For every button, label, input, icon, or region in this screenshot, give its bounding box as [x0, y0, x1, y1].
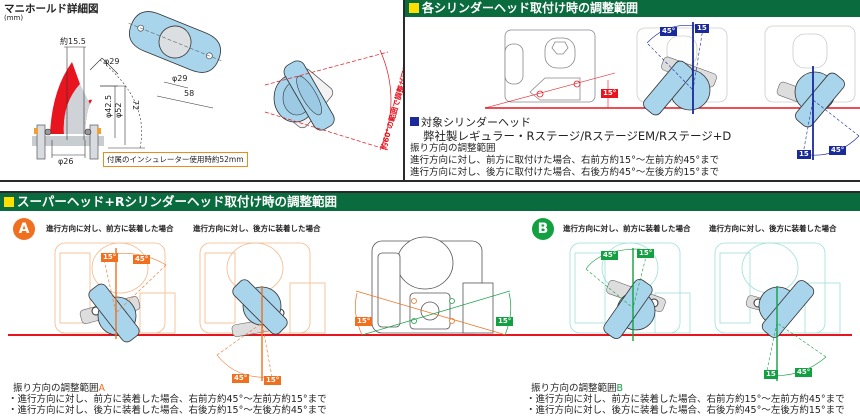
manifold-section-drawing	[32, 46, 145, 160]
manifold-2	[643, 56, 717, 116]
center-tag-right: 15°	[496, 317, 514, 326]
flange-drawing	[128, 11, 222, 109]
angle-tag-15: 15°	[601, 89, 619, 98]
manifold-title: マニホールド詳細図	[4, 3, 99, 15]
b-rear-tag-15: 15	[764, 370, 778, 379]
manifold-detail-panel: マニホールド詳細図 (mm)	[0, 0, 412, 182]
yellow-square-icon	[409, 3, 419, 13]
target-title-text: 対象シリンダーヘッド	[421, 116, 531, 129]
group-a-range-title-text: 振り方向の調整範囲	[13, 383, 99, 394]
group-a-range-title: 振り方向の調整範囲A	[13, 383, 105, 395]
cylinder-engine-drawings	[484, 22, 860, 160]
group-b-range-line-2: ・進行方向に対し、後方に装着した場合、右後方約45°〜左後方約15°まで	[526, 405, 845, 416]
super-head-panel: スーパーヘッド+Rシリンダーヘッド取付け時の調整範囲 A 進行方向に対し、前方に…	[0, 191, 860, 416]
bolt-left	[36, 124, 46, 160]
unit-label: (mm)	[4, 14, 24, 22]
angle-tag-15-rear: 15	[797, 150, 811, 159]
group-a-rear-caption: 進行方向に対し、後方に装着した場合	[193, 224, 321, 233]
manifold-a-front	[79, 283, 141, 343]
group-a-front-caption: 進行方向に対し、前方に装着した場合	[46, 224, 174, 233]
a-front-tag-15: 15°	[101, 253, 119, 262]
manifold-b-front	[603, 279, 666, 339]
manifold-b-rear	[745, 280, 815, 338]
bolt-right	[89, 124, 99, 160]
center-tag-left: 15°	[355, 317, 373, 326]
b-front-tag-45: 45°	[601, 251, 619, 260]
group-a-range-line-2: ・進行方向に対し、後方に装着した場合、右後方約15°〜左後方約45°まで	[8, 405, 327, 416]
pipe-wall-left	[50, 62, 80, 134]
cylinder-range-line-1: 進行方向に対し、前方に取付けた場合、右前方約15°〜左前方約45°まで	[410, 155, 720, 166]
insulator-note: 付属のインシュレーター使用時約52mm	[103, 152, 248, 167]
cylinder-head-panel: 各シリンダーヘッド取付け時の調整範囲	[403, 0, 860, 182]
base-plate	[32, 136, 104, 146]
angle-tag-45-front: 45°	[660, 27, 678, 36]
dim-outlet-dia: φ29	[104, 57, 120, 66]
dim-flange-pitch: 58	[184, 89, 195, 98]
group-a-range-suffix: A	[98, 383, 106, 394]
super-section-header: スーパーヘッド+Rシリンダーヘッド取付け時の調整範囲	[0, 193, 860, 211]
super-head-drawings	[8, 236, 852, 381]
manifold-3	[776, 71, 845, 128]
a-front-tag-45: 45°	[133, 255, 151, 264]
cylinder-range-line-2: 進行方向に対し、後方に取付けた場合、右後方約45°〜左後方約15°まで	[410, 167, 720, 178]
target-title: 対象シリンダーヘッド	[410, 114, 531, 130]
a-rear-tag-45: 45°	[232, 374, 250, 383]
group-a-badge: A	[13, 218, 35, 240]
dim-inlet-dia: φ26	[58, 157, 74, 166]
super-section-title: スーパーヘッド+Rシリンダーヘッド取付け時の調整範囲	[17, 194, 337, 209]
pipe-bore	[63, 84, 90, 134]
cylinder-section-header: 各シリンダーヘッド取付け時の調整範囲	[405, 0, 860, 17]
group-b-range-line-1: ・進行方向に対し、前方に装着した場合、右前方約15°〜左前方約45°まで	[526, 394, 845, 405]
group-b-range-suffix: B	[616, 383, 624, 394]
b-rear-tag-45: 45°	[795, 368, 813, 377]
group-b-front-caption: 進行方向に対し、前方に装着した場合	[563, 224, 691, 233]
group-b-range-title-text: 振り方向の調整範囲	[531, 383, 617, 394]
group-a-range-line-1: ・進行方向に対し、前方に装着した場合、右前方約45°〜左前方約15°まで	[8, 394, 327, 405]
engine-center	[371, 236, 494, 334]
target-models: 弊社製レギュラー・Rステージ/RステージEM/Rステージ+D	[423, 129, 732, 143]
yellow-square-icon	[4, 197, 14, 207]
angle-tag-15-front: 15	[695, 24, 709, 33]
blue-square-icon	[410, 117, 419, 126]
a-rear-tag-15: 15°	[264, 376, 282, 385]
group-b-range-title: 振り方向の調整範囲B	[531, 383, 623, 395]
cylinder-range-title: 振り方向の調整範囲	[410, 143, 496, 154]
dim-top-width: 約15.5	[60, 37, 86, 46]
group-b-rear-caption: 進行方向に対し、後方に装着した場合	[709, 224, 837, 233]
washer-right	[97, 128, 101, 134]
manifold-a-rear	[231, 279, 288, 337]
cylinder-section-title: 各シリンダーヘッド取付け時の調整範囲	[422, 1, 639, 15]
group-b-badge: B	[532, 218, 554, 240]
washer-left	[34, 128, 38, 134]
dim-flange-hole: φ29	[172, 74, 188, 83]
b-front-tag-15: 15°	[637, 249, 655, 258]
angle-tag-45-rear: 45°	[829, 146, 847, 155]
rotation-range-drawing	[264, 49, 392, 151]
